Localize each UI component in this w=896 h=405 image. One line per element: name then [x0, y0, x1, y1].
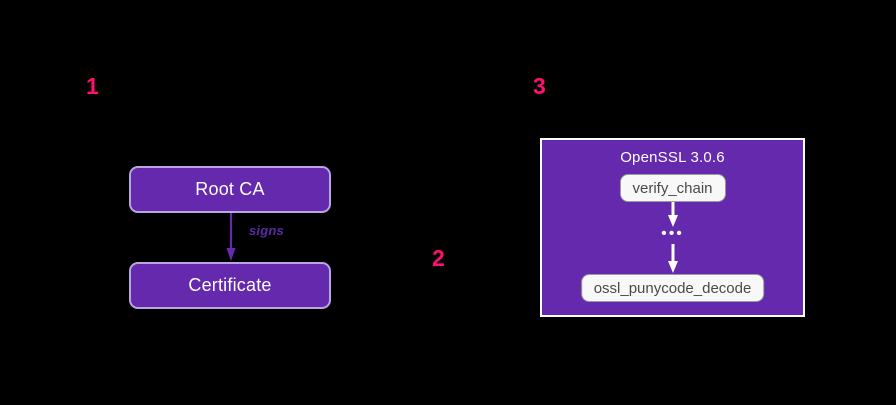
openssl-panel: OpenSSL 3.0.6 verify_chain ••• ossl_puny…: [540, 138, 805, 317]
openssl-panel-title: OpenSSL 3.0.6: [620, 149, 725, 166]
step-marker-1: 1: [86, 73, 99, 99]
certificate-chain-group: Root CA signs Certificate: [129, 166, 331, 309]
function-label: ossl_punycode_decode: [593, 279, 752, 297]
function-node-verify-chain: verify_chain: [619, 174, 726, 202]
root-ca-label: Root CA: [195, 179, 265, 199]
signs-arrow-icon: [226, 213, 236, 261]
call-stack-ellipsis: •••: [661, 225, 684, 242]
step-marker-2: 2: [432, 245, 445, 271]
certificate-label: Certificate: [188, 275, 272, 295]
signs-edge-label: signs: [249, 223, 284, 238]
function-node-ossl-punycode-decode: ossl_punycode_decode: [580, 274, 765, 302]
certificate-node: Certificate: [129, 262, 331, 309]
function-label: verify_chain: [632, 179, 713, 197]
root-ca-node: Root CA: [129, 166, 331, 213]
call-arrow-upper-icon: [667, 202, 678, 227]
step-marker-3: 3: [533, 73, 546, 99]
call-arrow-lower-icon: [667, 244, 678, 273]
